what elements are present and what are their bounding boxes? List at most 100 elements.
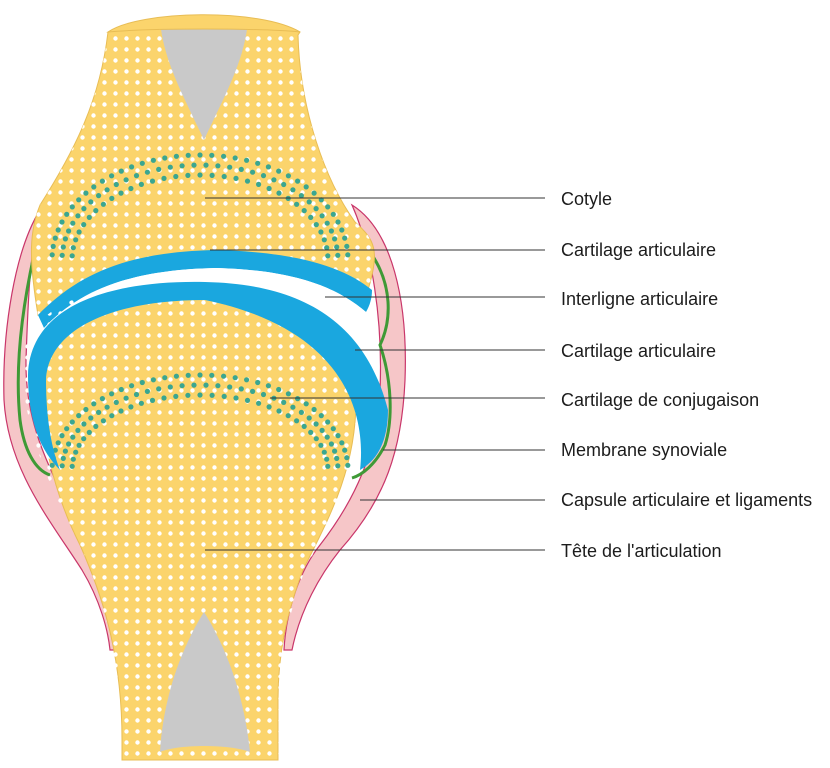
growth-plate-dot: [324, 434, 330, 440]
growth-plate-dot: [306, 415, 312, 421]
growth-plate-dot: [324, 456, 330, 462]
growth-plate-dot: [138, 400, 144, 406]
growth-plate-dot: [55, 440, 61, 446]
growth-plate-dot: [76, 413, 82, 419]
growth-plate-dot: [266, 404, 272, 410]
growth-plate-dot: [227, 384, 233, 390]
growth-plate-dot: [209, 392, 215, 398]
growth-plate-dot: [76, 442, 82, 448]
growth-plate-dot: [328, 228, 334, 234]
growth-plate-dot: [325, 419, 331, 425]
growth-plate-dot: [266, 185, 272, 192]
growth-plate-dot: [301, 423, 307, 429]
upper-articular-cartilage: [38, 250, 372, 328]
growth-plate-dot: [306, 199, 312, 205]
growth-plate-dot: [162, 375, 168, 381]
growth-plate-dot: [118, 190, 124, 196]
growth-plate-dot: [104, 404, 110, 410]
growth-plate-dot: [70, 245, 76, 251]
growth-plate-dot: [161, 395, 167, 401]
growth-plate-dot: [100, 201, 106, 207]
growth-plate-dot: [81, 222, 87, 228]
growth-plate-dot: [313, 436, 319, 442]
growth-plate-dot: [276, 408, 282, 414]
growth-plate-dot: [227, 164, 233, 170]
growth-plate-dot: [144, 169, 150, 175]
growth-plate-dot: [128, 404, 134, 410]
growth-plate-dot: [50, 243, 56, 249]
growth-plate-dot: [334, 244, 340, 250]
growth-plate-dot: [70, 220, 76, 226]
growth-plate-dot: [203, 162, 209, 168]
growth-plate-dot: [232, 155, 238, 161]
growth-plate-dot: [330, 426, 336, 432]
growth-plate-dot: [209, 372, 215, 378]
growth-plate-dot: [99, 396, 105, 402]
growth-plate-dot: [91, 401, 97, 407]
growth-plate-dot: [93, 208, 99, 214]
growth-plate-dot: [179, 163, 185, 169]
growth-plate-dot: [59, 252, 65, 258]
growth-plate-dot: [86, 214, 92, 220]
growth-plate-dot: [335, 252, 341, 258]
growth-plate-dot: [83, 190, 89, 196]
growth-plate-dot: [339, 227, 345, 233]
growth-plate-dot: [60, 244, 66, 250]
growth-plate-dot: [59, 433, 65, 439]
growth-plate-dot: [129, 383, 135, 389]
label-tete-articulation: Tête de l'articulation: [561, 541, 722, 561]
growth-plate-dot: [173, 153, 179, 159]
growth-plate-dot: [64, 426, 70, 432]
upper-marrow-cavity: [160, 20, 248, 140]
growth-plate-dot: [100, 418, 106, 424]
growth-plate-dot: [156, 386, 162, 392]
growth-plate-dot: [69, 419, 75, 425]
growth-plate-dot: [69, 253, 75, 259]
growth-plate-dot: [76, 197, 82, 203]
growth-plate-dot: [88, 199, 94, 205]
synovial-membrane-left: [16, 254, 51, 477]
growth-plate-dot: [197, 392, 203, 398]
growth-plate-dot: [255, 160, 261, 166]
growth-plate-dot: [149, 397, 156, 403]
growth-plate-dot: [75, 213, 81, 219]
lower-growth-plate: [49, 372, 351, 469]
growth-plate-dot: [69, 204, 75, 210]
growth-plate-dot: [96, 193, 102, 199]
growth-plate-dot: [244, 397, 251, 403]
growth-plate-dot: [318, 229, 324, 235]
growth-plate-dot: [313, 206, 319, 212]
lower-articular-cartilage: [28, 281, 388, 470]
growth-plate-dot: [325, 463, 331, 469]
growth-plate-dot: [59, 463, 65, 469]
growth-plate-dot: [156, 166, 162, 172]
growth-plate-dot: [161, 175, 167, 181]
growth-plate-dot: [319, 213, 325, 219]
growth-plate-dot: [285, 173, 291, 179]
growth-plate-dot: [179, 383, 185, 389]
growth-plate-dot: [265, 164, 271, 170]
growth-plate-dot: [325, 204, 331, 210]
growth-plate-dot: [129, 164, 135, 170]
growth-plate-dot: [138, 181, 144, 187]
growth-plate-dot: [96, 409, 102, 415]
growth-plate-dot: [221, 173, 227, 180]
growth-plate-dot: [256, 400, 262, 406]
growth-plate-dot: [290, 187, 296, 193]
growth-plate-dot: [298, 409, 304, 415]
growth-plate-dot: [335, 433, 341, 439]
leader-lines: [205, 197, 545, 551]
growth-plate-dot: [123, 177, 129, 183]
growth-plate-dot: [276, 190, 282, 196]
growth-plate-dot: [255, 379, 261, 386]
growth-plate-dot: [276, 168, 282, 174]
growth-plate-dot: [83, 406, 89, 413]
growth-plate-dot: [197, 152, 203, 158]
growth-plate-dot: [265, 383, 271, 389]
growth-plate-dot: [185, 172, 191, 178]
growth-plate-dot: [294, 418, 300, 424]
growth-plate-dot: [191, 382, 197, 388]
growth-plate-dot: [318, 413, 324, 419]
growth-plate-dot: [113, 181, 119, 188]
labels: Cotyle Cartilage articulaire Interligne …: [561, 189, 812, 561]
